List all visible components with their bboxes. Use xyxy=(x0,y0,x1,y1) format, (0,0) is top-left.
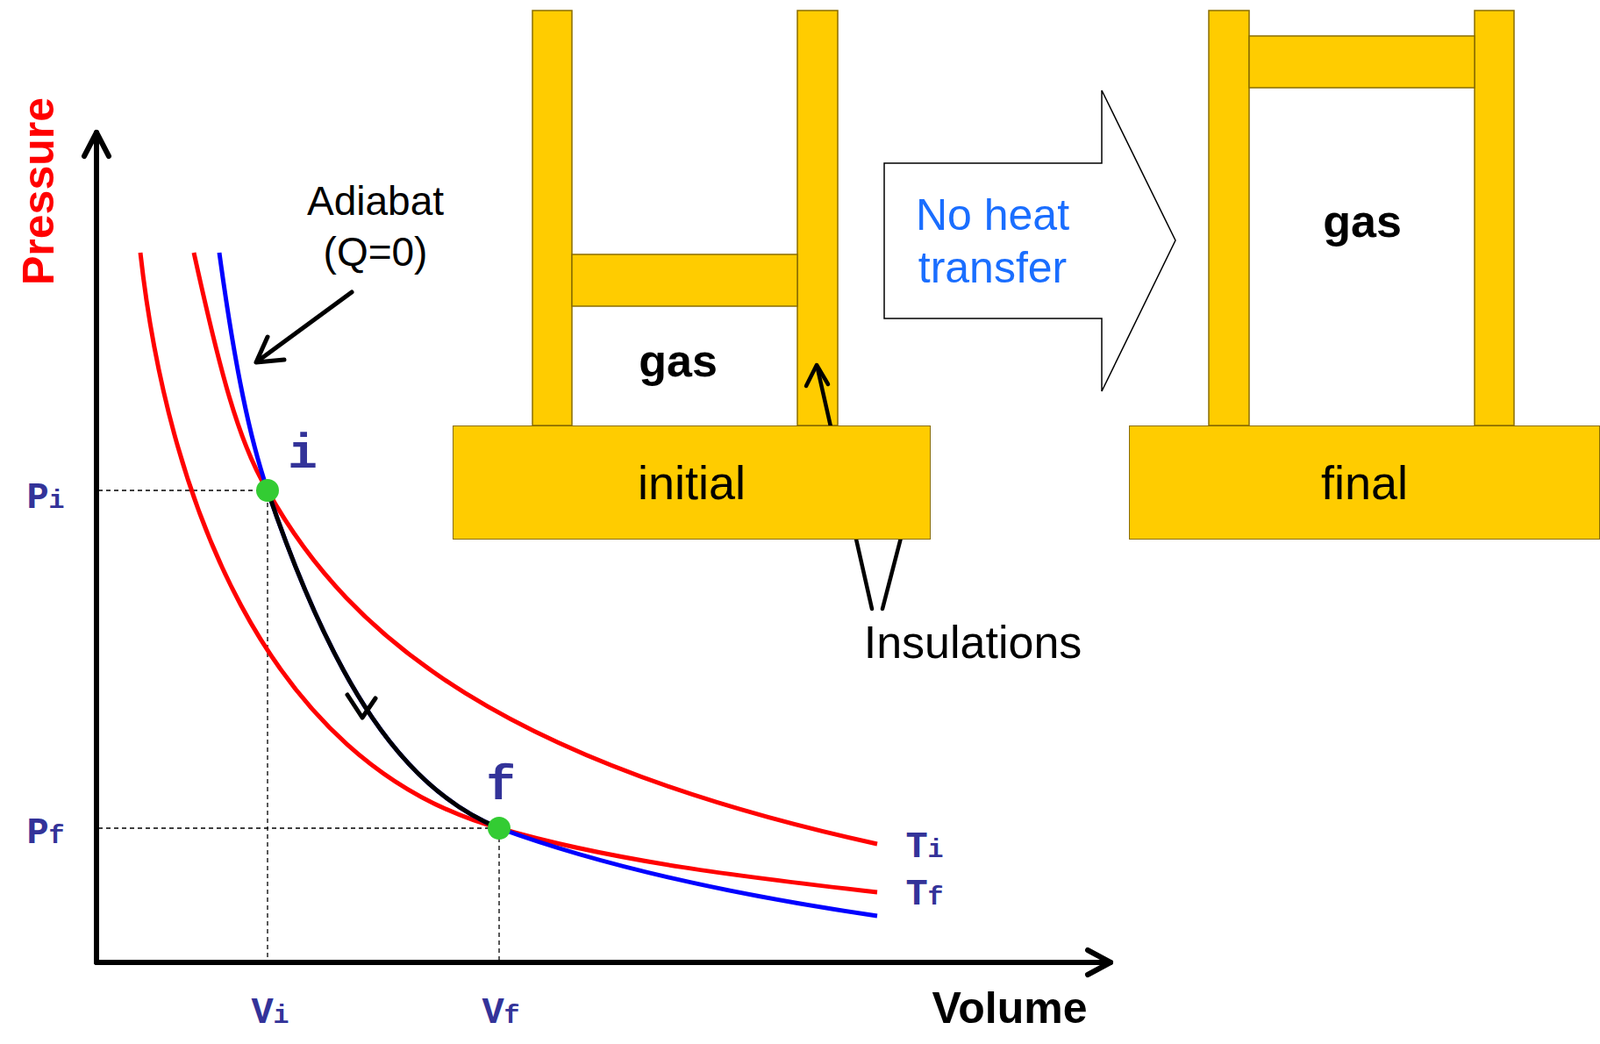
arrow-label: No heat transfer xyxy=(883,188,1102,294)
axis-value: Vf xyxy=(481,994,520,1032)
adiabat-curve xyxy=(219,252,878,916)
label-holder: Vf xyxy=(481,994,520,1032)
state-point xyxy=(487,816,511,840)
state-label: f xyxy=(485,757,516,815)
label-holder: Pressure xyxy=(11,97,67,286)
curve-label: Adiabat (Q=0) xyxy=(307,178,444,275)
label-holder: f xyxy=(485,755,516,817)
gas-label: gas xyxy=(638,335,718,386)
label-holder: Vi xyxy=(250,994,289,1032)
label-holder: gas xyxy=(638,332,718,390)
label-holder: gas xyxy=(1322,192,1402,250)
callout-label: Insulations xyxy=(864,616,1083,668)
state-point xyxy=(256,478,279,502)
temperature-label: Ti xyxy=(905,828,943,866)
axes xyxy=(84,132,1111,975)
isotherms xyxy=(140,252,878,893)
gas-label: gas xyxy=(1322,195,1402,247)
process-arrowhead xyxy=(347,694,376,718)
label-holder: Pf xyxy=(26,814,65,852)
callout-arrow xyxy=(256,292,352,363)
base-block: final xyxy=(1128,425,1600,540)
cylinder-initial xyxy=(532,10,838,426)
label-holder: i xyxy=(287,423,318,486)
label-holder: Pi xyxy=(26,479,65,517)
axis-value: Vi xyxy=(250,994,289,1032)
label-holder: Volume xyxy=(932,980,1088,1036)
process-path xyxy=(267,490,500,829)
guide-lines xyxy=(98,490,500,961)
label-holder: Insulations xyxy=(864,614,1083,672)
label-holder: Tf xyxy=(905,876,943,914)
state-label: i xyxy=(287,426,318,483)
axis-title: Volume xyxy=(932,983,1088,1033)
label-holder: Ti xyxy=(905,828,943,866)
axis-value: Pi xyxy=(26,479,65,517)
arrow-outline xyxy=(883,89,1177,393)
axis-value: Pf xyxy=(26,814,65,852)
temperature-label: Tf xyxy=(905,876,943,914)
base-label: initial xyxy=(637,455,746,510)
label-holder: Adiabat (Q=0) xyxy=(265,176,486,278)
process-arrow: No heat transfer xyxy=(883,89,1177,393)
base-block: initial xyxy=(452,425,931,540)
cylinder-final xyxy=(1208,10,1515,426)
base-label: final xyxy=(1321,455,1408,510)
axis-title: Pressure xyxy=(14,97,64,286)
